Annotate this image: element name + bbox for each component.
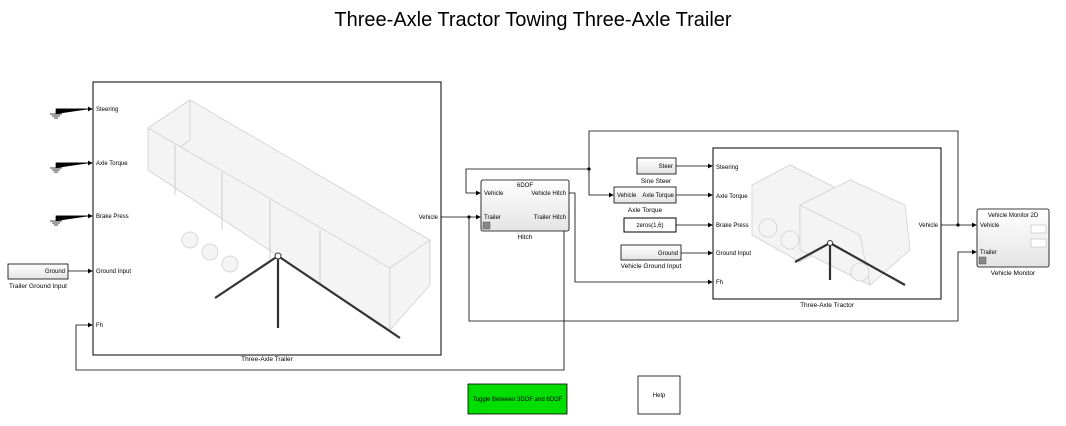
brake-constant-block[interactable]: zeros(1,6)	[623, 217, 677, 233]
port-trailer-hitch: Trailer Hitch	[534, 215, 566, 221]
port-steer: Steer	[659, 164, 673, 170]
port-trailer: Trailer	[980, 250, 997, 256]
trailer-ground-input-block[interactable]: Ground Trailer Ground Input	[7, 263, 69, 290]
hitch-mode: 6DOF	[517, 183, 533, 189]
port-fh: Fh	[716, 280, 723, 286]
port-vehicle-out: Vehicle	[919, 223, 939, 229]
block-label: Trailer Ground Input	[9, 283, 67, 290]
ground-icon[interactable]	[50, 162, 90, 173]
port-steering: Steering	[716, 165, 738, 171]
sine-steer-block[interactable]: Steer Sine Steer	[636, 157, 677, 185]
trailer-illustration	[147, 99, 431, 339]
port-vehicle-out: Vehicle	[419, 215, 439, 221]
port-trailer: Trailer	[484, 215, 501, 221]
mask-icon	[482, 221, 491, 230]
button-label: Toggle Between 3DOF and 6DOF	[473, 397, 563, 403]
port-ground-input: Ground Input	[96, 269, 131, 275]
port-vehicle: Vehicle	[617, 193, 637, 199]
vehicle-monitor-block[interactable]: Vehicle Monitor 2D Vehicle Trailer Vehic…	[976, 208, 1050, 277]
block-label: Vehicle Monitor	[991, 270, 1036, 277]
block-label: Three-Axle Trailer	[241, 356, 293, 363]
port-axle-torque: Axle Torque	[642, 193, 674, 199]
model-title: Three-Axle Tractor Towing Three-Axle Tra…	[334, 9, 732, 31]
ground-icon[interactable]	[50, 108, 90, 119]
block-text: Ground	[45, 269, 65, 275]
port-ground-input: Ground Input	[716, 251, 751, 257]
block-text: Ground	[658, 251, 678, 257]
port-vehicle-hitch: Vehicle Hitch	[531, 191, 566, 197]
block-label: Three-Axle Tractor	[800, 302, 855, 309]
trailer-subsystem[interactable]: Steering Axle Torque Brake Press Ground …	[92, 81, 442, 363]
monitor-title: Vehicle Monitor 2D	[988, 213, 1039, 219]
tractor-subsystem[interactable]: Steering Axle Torque Brake Press Ground …	[712, 147, 942, 309]
port-vehicle: Vehicle	[980, 223, 1000, 229]
hitch-block[interactable]: 6DOF Vehicle Trailer Vehicle Hitch Trail…	[480, 179, 570, 241]
port-vehicle: Vehicle	[484, 191, 504, 197]
port-fh: Fh	[96, 323, 103, 329]
ground-icon[interactable]	[50, 215, 90, 226]
block-label: Sine Steer	[641, 178, 672, 185]
vehicle-ground-input-block[interactable]: Ground Vehicle Ground Input	[620, 244, 682, 270]
block-label: Hitch	[518, 234, 533, 241]
port-steering: Steering	[96, 107, 118, 113]
mask-icon	[978, 256, 987, 265]
port-axle-torque: Axle Torque	[96, 161, 128, 167]
port-brake-press: Brake Press	[716, 223, 749, 229]
signal-lines	[56, 106, 977, 371]
block-label: Vehicle Ground Input	[621, 263, 682, 270]
toggle-dof-button[interactable]: Toggle Between 3DOF and 6DOF	[467, 383, 568, 415]
help-button[interactable]: Help	[637, 375, 681, 415]
tractor-illustration	[751, 164, 911, 286]
port-axle-torque: Axle Torque	[716, 194, 748, 200]
block-label: Axle Torque	[628, 207, 663, 214]
axle-torque-block[interactable]: Vehicle Axle Torque Axle Torque	[613, 186, 677, 214]
port-brake-press: Brake Press	[96, 214, 129, 220]
constant-value: zeros(1,6)	[636, 223, 663, 229]
button-label: Help	[653, 393, 666, 399]
